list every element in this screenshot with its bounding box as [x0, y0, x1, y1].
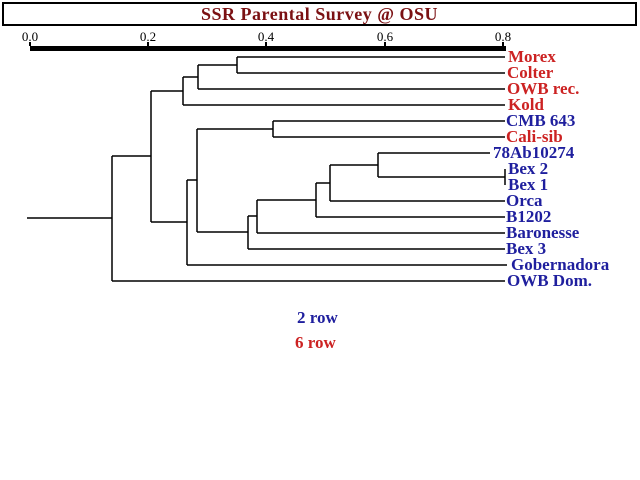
- title-box: SSR Parental Survey @ OSU: [2, 2, 637, 26]
- axis-tick-mark: [147, 42, 149, 46]
- taxon-label-morex: Morex: [508, 47, 556, 66]
- figure-title: SSR Parental Survey @ OSU: [201, 4, 438, 24]
- taxon-label-colter: Colter: [507, 63, 554, 82]
- taxon-label-cmb-643: CMB 643: [506, 111, 576, 130]
- axis-tick-label: 0.0: [21, 29, 39, 44]
- axis-tick-mark: [502, 42, 504, 46]
- taxon-label-bex-1: Bex 1: [508, 175, 549, 194]
- axis-tick-mark: [265, 42, 267, 46]
- axis-tick-label: 0.6: [376, 29, 394, 44]
- taxon-label-78ab10274: 78Ab10274: [493, 143, 575, 162]
- taxon-label-bex-2: Bex 2: [508, 159, 549, 178]
- axis-tick-label: 0.2: [139, 29, 157, 44]
- axis-tick-mark: [29, 42, 31, 46]
- scale-bar: [30, 46, 506, 51]
- taxon-label-orca: Orca: [506, 191, 543, 210]
- taxon-label-baronesse: Baronesse: [506, 223, 580, 242]
- taxon-label-kold: Kold: [508, 95, 544, 114]
- taxon-label-gobernadora: Gobernadora: [511, 255, 610, 274]
- taxon-label-bex-3: Bex 3: [506, 239, 547, 258]
- legend-6-row: 6 row: [295, 333, 336, 352]
- taxon-label-owb-rec-: OWB rec.: [507, 79, 580, 98]
- axis-tick-label: 0.8: [494, 29, 512, 44]
- taxon-label-owb-dom-: OWB Dom.: [507, 271, 592, 290]
- axis-tick-mark: [384, 42, 386, 46]
- legend-2-row: 2 row: [297, 308, 338, 327]
- axis-tick-label: 0.4: [257, 29, 275, 44]
- taxon-label-b1202: B1202: [506, 207, 552, 226]
- taxon-label-cali-sib: Cali-sib: [506, 127, 563, 146]
